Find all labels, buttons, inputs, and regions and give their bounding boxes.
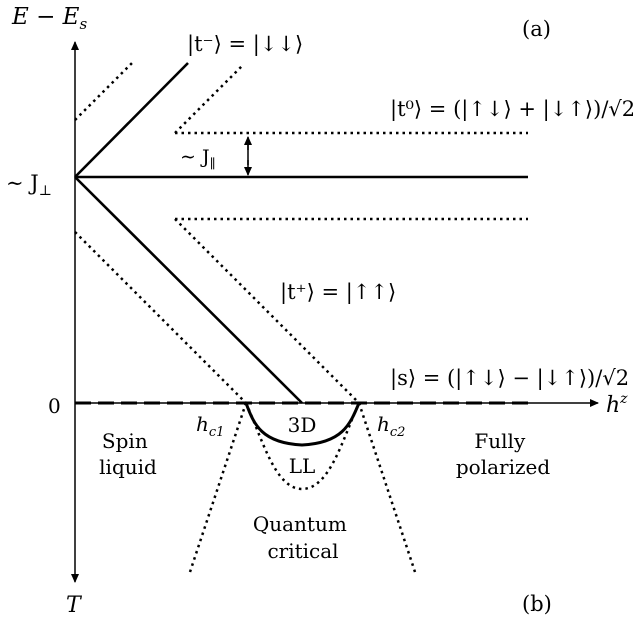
qc-boundary-left — [187, 402, 248, 576]
fully-polarized-label: Fully polarized — [456, 429, 550, 479]
field-axis-label: hz — [606, 391, 628, 418]
t-plus-band-right — [174, 218, 360, 404]
singlet-label: |s⟩ = (|↑↓⟩ − |↓↑⟩)/√2 — [390, 366, 629, 391]
t-plus-label: |t⁺⟩ = |↑↑⟩ — [280, 280, 396, 305]
t-plus-level — [74, 176, 303, 404]
t-minus-band-right — [174, 64, 244, 134]
panel-label-b: (b) — [522, 592, 552, 616]
t-minus-label: |t⁻⟩ = |↓↓⟩ — [187, 32, 303, 57]
t-zero-label: |t⁰⟩ = (|↑↓⟩ + |↓↑⟩)/√2 — [390, 97, 633, 122]
ll-boundary — [244, 402, 361, 491]
j-perp-label: ∼ J⊥ — [6, 171, 52, 199]
zero-label: 0 — [48, 394, 61, 418]
hc1-label: hc1 — [196, 412, 224, 440]
panel-label-a: (a) — [522, 17, 551, 41]
order-3d-boundary — [244, 402, 361, 447]
t-minus-band-left — [74, 62, 133, 121]
spin-liquid-label: Spin liquid — [99, 429, 157, 479]
t-minus-level — [74, 62, 189, 178]
quantum-critical-label: Quantum critical — [253, 512, 353, 563]
ll-label: LL — [289, 454, 316, 478]
t-plus-band-left — [74, 231, 247, 404]
j-parallel-label: ∼ J∥ — [180, 146, 216, 172]
hc2-label: hc2 — [377, 412, 405, 440]
qc-boundary-right — [357, 402, 418, 576]
temperature-axis-label: T — [66, 593, 83, 618]
order-3d-label: 3D — [288, 413, 317, 437]
energy-axis-label: E − Es — [11, 4, 87, 33]
